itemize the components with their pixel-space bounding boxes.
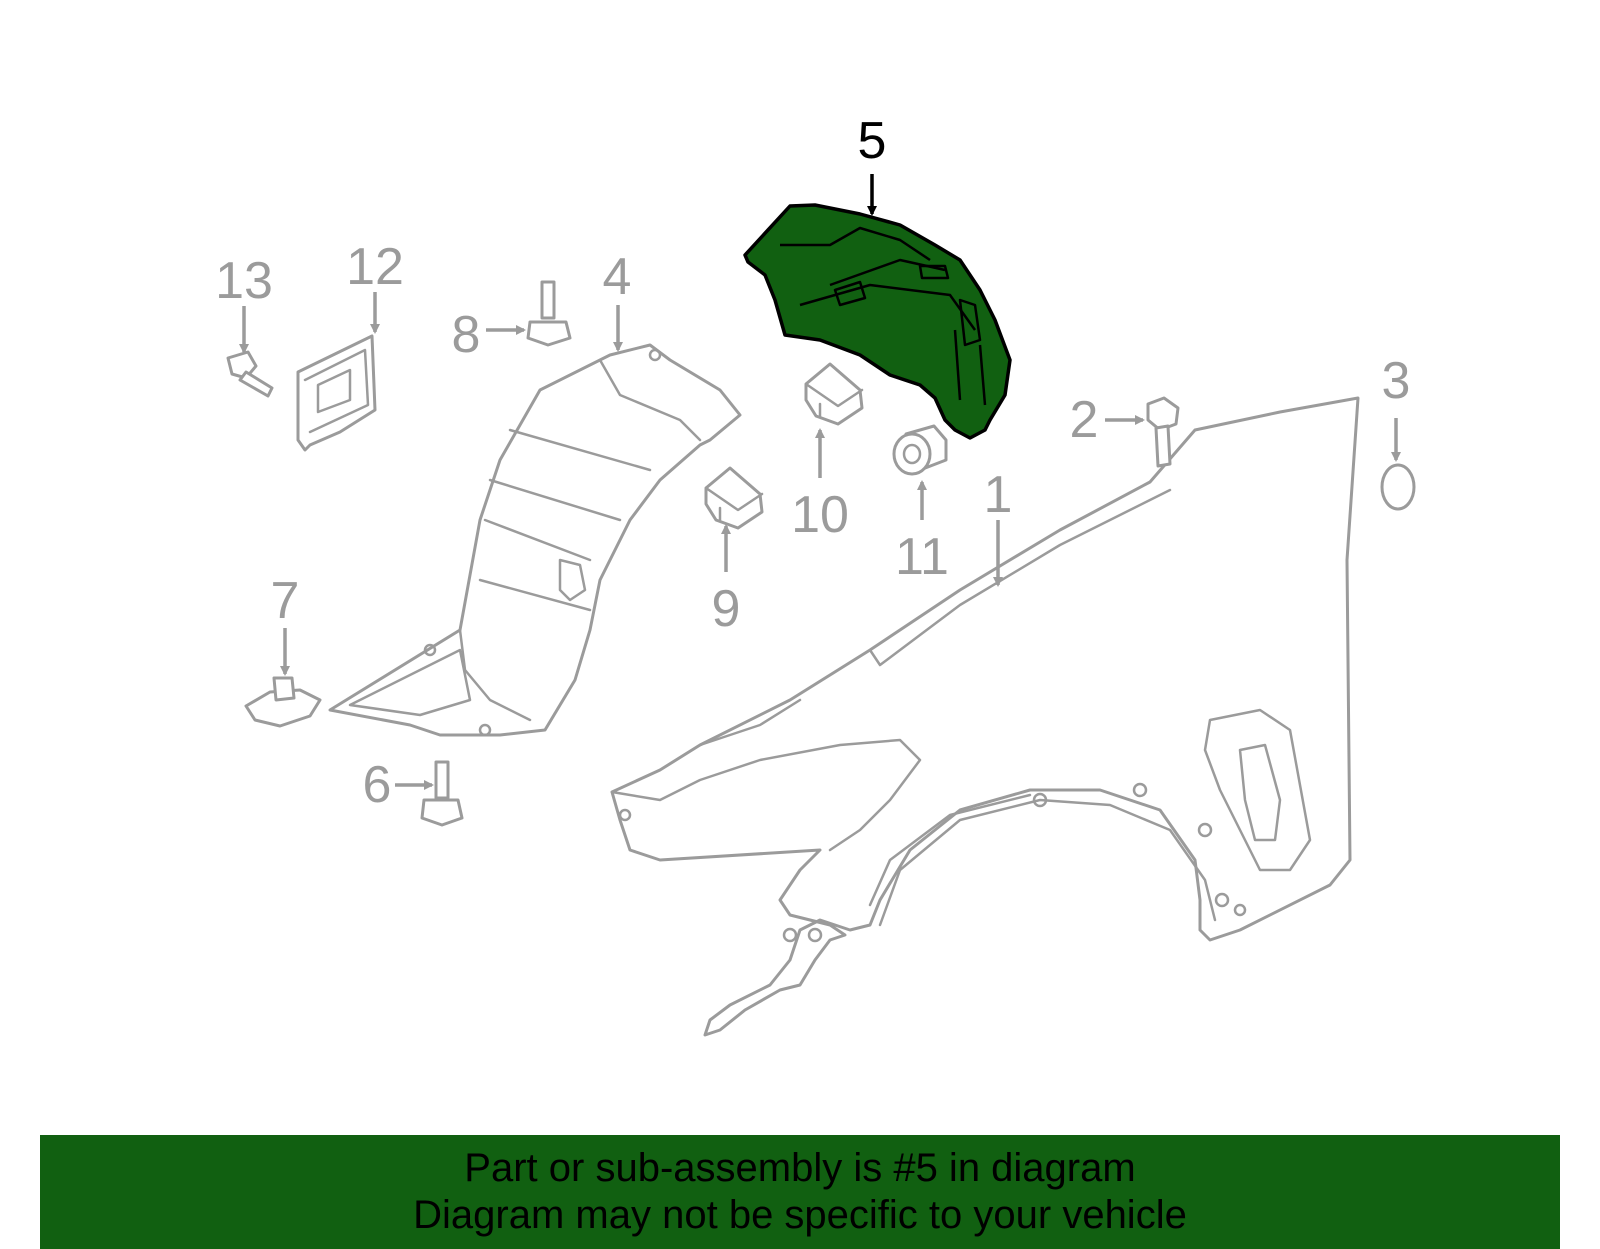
screw-part-13 [226,350,274,398]
leader-arrows [239,174,1401,790]
callout-3: 3 [1382,352,1411,410]
callout-12: 12 [346,238,404,296]
callout-9: 9 [712,580,741,638]
nut-part-7 [244,676,322,728]
callout-5: 5 [858,112,887,170]
callout-7: 7 [271,572,300,630]
bolt-part-8 [526,280,572,347]
callout-2: 2 [1070,391,1099,449]
callout-11: 11 [895,528,949,586]
fender-liner-part-4 [328,343,742,737]
callout-10: 10 [791,486,849,544]
fender-part-1 [610,396,1360,1037]
callout-labels: 1 2 3 4 5 6 7 8 9 10 11 12 13 [215,112,1410,814]
callout-1: 1 [984,466,1013,524]
banner-line-1: Part or sub-assembly is #5 in diagram [464,1146,1136,1190]
clip-part-10 [804,362,864,426]
bolt-part-6 [420,760,464,827]
callout-4: 4 [603,248,632,306]
clip-part-9 [704,466,764,530]
callout-13: 13 [215,252,273,310]
banner-line-2: Diagram may not be specific to your vehi… [413,1193,1187,1237]
grommet-part-11 [892,424,948,476]
plug-part-3 [1380,463,1416,511]
bolt-part-2 [1146,396,1180,468]
callout-8: 8 [452,306,481,364]
splash-shield-part-5 [743,203,1012,440]
info-banner: Part or sub-assembly is #5 in diagram Di… [40,1135,1560,1249]
bracket-part-12 [296,334,377,452]
callout-6: 6 [363,756,392,814]
